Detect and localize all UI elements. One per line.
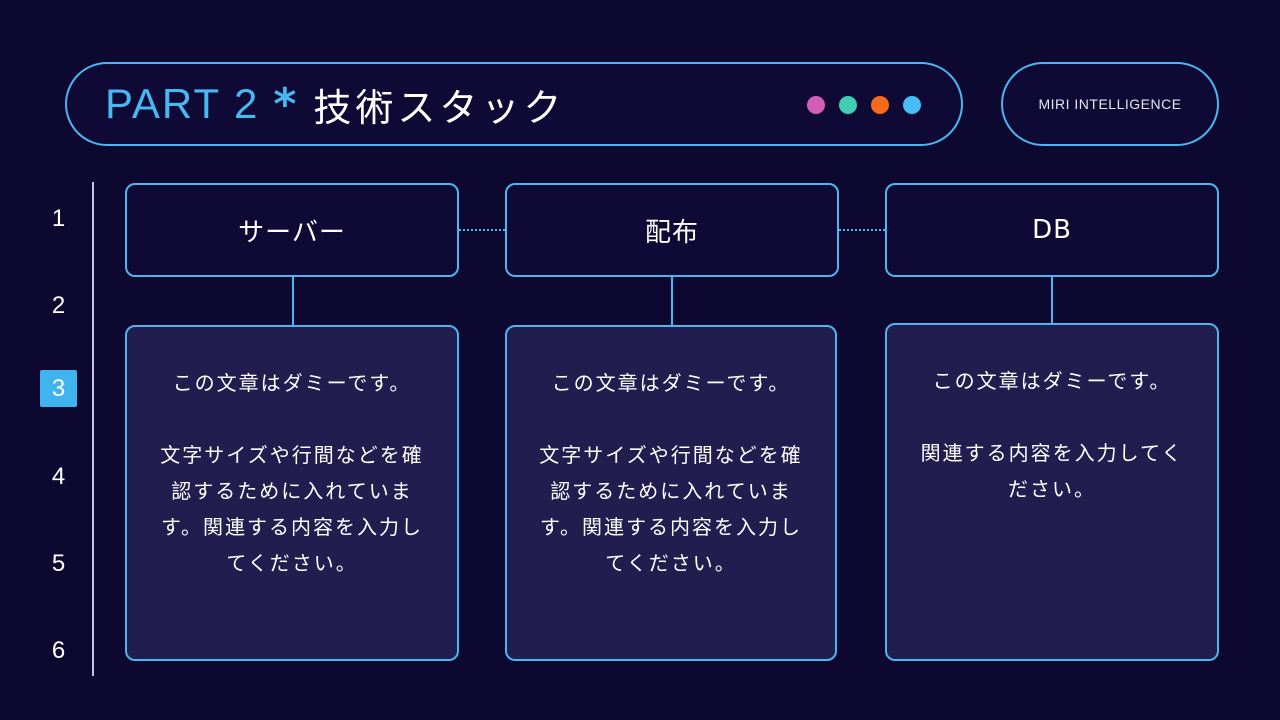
column-card-distribution: この文章はダミーです。 文字サイズや行間などを確 認するために入れていま す。関… [505, 325, 837, 661]
column-heading-db: DB [885, 183, 1219, 277]
vertical-connector [671, 277, 673, 325]
title-banner: PART 2 * 技術スタック [65, 62, 963, 146]
card-text: 関連する内容を入力してく [920, 441, 1184, 465]
step-6[interactable]: 6 [51, 636, 66, 664]
card-text: す。関連する内容を入力し [540, 515, 802, 539]
dot-orange-icon [871, 96, 889, 114]
star-icon: * [273, 78, 298, 130]
column-card-server: この文章はダミーです。 文字サイズや行間などを確 認するために入れていま す。関… [125, 325, 459, 661]
color-dots [807, 96, 921, 114]
dot-blue-icon [903, 96, 921, 114]
brand-label: MIRI INTELLIGENCE [1038, 96, 1182, 112]
step-5[interactable]: 5 [51, 549, 66, 577]
heading-label: DB [1032, 215, 1072, 245]
vertical-connector [292, 277, 294, 325]
card-text: この文章はダミーです。 [551, 371, 791, 395]
card-text: 認するために入れていま [171, 479, 413, 503]
step-4[interactable]: 4 [51, 462, 66, 490]
heading-label: サーバー [238, 217, 346, 248]
card-text: 文字サイズや行間などを確 [160, 443, 424, 467]
brand-badge: MIRI INTELLIGENCE [1001, 62, 1219, 146]
dotted-connector [459, 229, 505, 231]
card-text: この文章はダミーです。 [932, 369, 1172, 393]
card-text: 認するために入れていま [550, 479, 792, 503]
step-divider [92, 182, 94, 676]
column-heading-server: サーバー [125, 183, 459, 277]
step-3-active[interactable]: 3 [40, 370, 77, 407]
card-text: てください。 [226, 551, 358, 575]
step-index: 1 2 3 4 5 6 [40, 182, 80, 676]
page-title: PART 2 * 技術スタック [105, 78, 565, 130]
card-text: この文章はダミーです。 [172, 371, 412, 395]
step-1[interactable]: 1 [51, 204, 66, 232]
card-text: ださい。 [1008, 477, 1096, 501]
vertical-connector [1051, 277, 1053, 325]
card-text: 文字サイズや行間などを確 [539, 443, 803, 467]
dotted-connector [839, 229, 885, 231]
part-label: PART 2 [105, 80, 260, 127]
dot-pink-icon [807, 96, 825, 114]
dot-teal-icon [839, 96, 857, 114]
step-2[interactable]: 2 [51, 291, 66, 319]
card-text: す。関連する内容を入力し [161, 515, 423, 539]
heading-label: 配布 [644, 217, 699, 248]
card-text: てください。 [605, 551, 737, 575]
column-heading-distribution: 配布 [505, 183, 839, 277]
column-card-db: この文章はダミーです。 関連する内容を入力してく ださい。 [885, 323, 1219, 661]
title-main: 技術スタック [313, 85, 566, 130]
